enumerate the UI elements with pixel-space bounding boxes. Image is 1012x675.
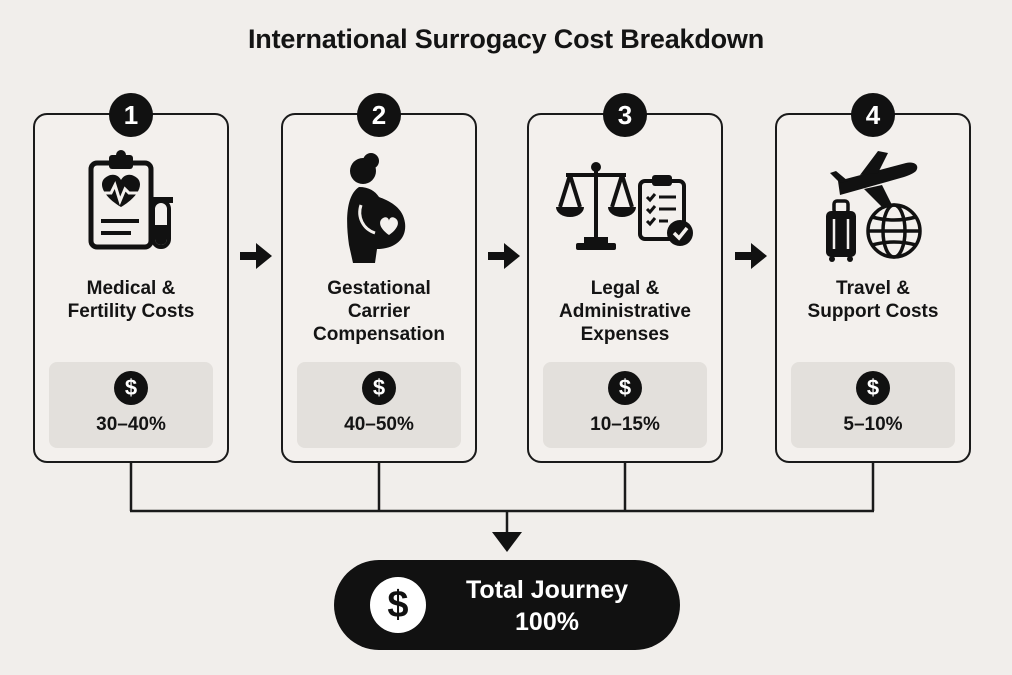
arrow-right-icon (240, 243, 272, 269)
dollar-icon: $ (370, 577, 426, 633)
arrow-right-icon (488, 243, 520, 269)
step-label: Travel & Support Costs (807, 278, 939, 322)
step-number-badge: 4 (851, 93, 895, 137)
dollar-icon: $ (608, 371, 642, 405)
airplane-luggage-globe-icon (826, 151, 922, 262)
step-card-carrier: 2 Gestational Carrier Compensation $ 40–… (281, 93, 477, 463)
dollar-icon: $ (856, 371, 890, 405)
step-label: Medical & Fertility Costs (67, 278, 195, 322)
pregnant-woman-heart-icon (347, 153, 406, 263)
percentage-value: 10–15% (590, 414, 660, 435)
percentage-panel: $ 40–50% (297, 362, 461, 448)
percentage-value: 30–40% (96, 414, 166, 435)
total-label: Total Journey (465, 576, 629, 604)
step-card-travel: 4 Travel (775, 93, 971, 463)
page-title: International Surrogacy Cost Breakdown (248, 24, 764, 54)
step-card-medical: 1 Medical & Fertility Costs $ 30–40% (33, 93, 229, 463)
scales-checklist-icon (556, 162, 693, 250)
percentage-panel: $ 10–15% (543, 362, 707, 448)
step-number-badge: 1 (109, 93, 153, 137)
step-number-badge: 3 (603, 93, 647, 137)
dollar-icon: $ (114, 371, 148, 405)
total-journey-pill: $ Total Journey 100% (334, 560, 680, 650)
percentage-value: 5–10% (843, 414, 903, 435)
arrow-right-icon (735, 243, 767, 269)
step-label: Legal & Administrative Expenses (559, 278, 691, 345)
medical-clipboard-heart-test-tube-icon (88, 150, 173, 250)
step-label: Gestational Carrier Compensation (313, 278, 445, 345)
percentage-panel: $ 30–40% (49, 362, 213, 448)
dollar-icon: $ (362, 371, 396, 405)
step-number-badge: 2 (357, 93, 401, 137)
percentage-panel: $ 5–10% (791, 362, 955, 448)
percentage-value: 40–50% (344, 414, 414, 435)
total-value: 100% (515, 608, 579, 636)
step-card-legal: 3 (527, 93, 723, 463)
